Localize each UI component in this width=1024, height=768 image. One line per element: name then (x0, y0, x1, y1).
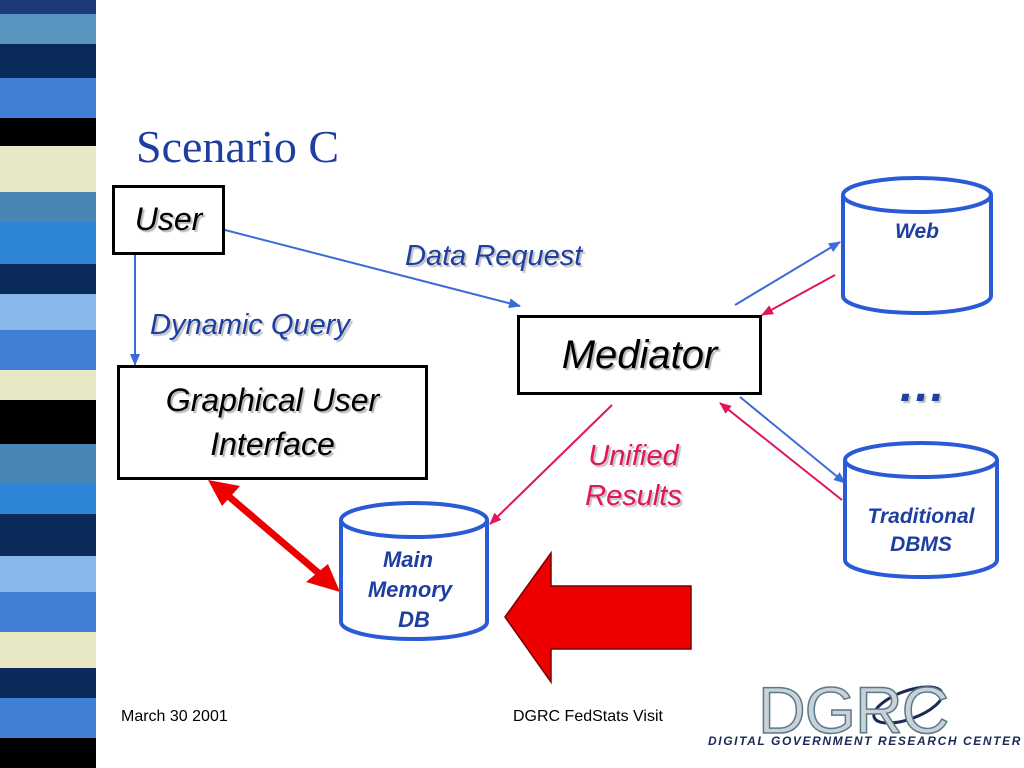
main-memory-db-label: Main Memory DB (341, 545, 487, 635)
dgrc-logo-subtitle: DIGITAL GOVERNMENT RESEARCH CENTER (708, 734, 1022, 748)
traditional-dbms-label: Traditional DBMS (845, 503, 997, 559)
mediator-to-web-arrow (734, 241, 841, 306)
gui-label-line1: Graphical User (165, 382, 380, 418)
mediator-label: Mediator (561, 333, 718, 377)
footer-date: March 30 2001 (121, 708, 228, 725)
dbms-to-mediator-arrow (719, 402, 843, 501)
slide-title: Scenario C (136, 121, 340, 172)
data-request-arrow (224, 229, 521, 309)
mmdb-label-line2: Memory (367, 577, 453, 602)
gui-label-line2: Interface (210, 426, 335, 462)
dgrc-logo-letters: DGRC (757, 672, 950, 748)
mmdb-label-line3: DB (398, 607, 430, 632)
web-database-cylinder (841, 176, 993, 315)
gui-mmdb-double-arrow (208, 480, 340, 592)
mediator-to-dbms-arrow (739, 396, 846, 484)
decorative-stripe (0, 0, 118, 768)
data-request-label: Data Request (405, 240, 583, 272)
unified-label-line2: Results (585, 480, 682, 512)
traditional-label-line1: Traditional (867, 505, 975, 528)
main-memory-db-cylinder (339, 501, 489, 641)
dynamic-query-label: Dynamic Query (150, 309, 350, 341)
user-label: User (134, 201, 203, 237)
mediator-node: Mediator (517, 315, 762, 395)
gui-node: Graphical User Interface (117, 365, 428, 480)
traditional-dbms-cylinder (843, 441, 999, 579)
unified-results-arrow (489, 404, 613, 525)
more-sources-ellipsis: … (898, 359, 946, 412)
user-node: User (112, 185, 225, 255)
logo-swoosh (872, 685, 944, 725)
unified-label-line1: Unified (588, 440, 679, 472)
footer-event: DGRC FedStats Visit (513, 708, 663, 725)
unified-results-label: Unified Results (566, 436, 701, 516)
traditional-label-line2: DBMS (890, 533, 952, 556)
web-to-mediator-arrow (761, 274, 836, 316)
big-red-arrow (504, 550, 692, 685)
web-label: Web (895, 220, 939, 243)
mmdb-label-line1: Main (382, 547, 434, 572)
